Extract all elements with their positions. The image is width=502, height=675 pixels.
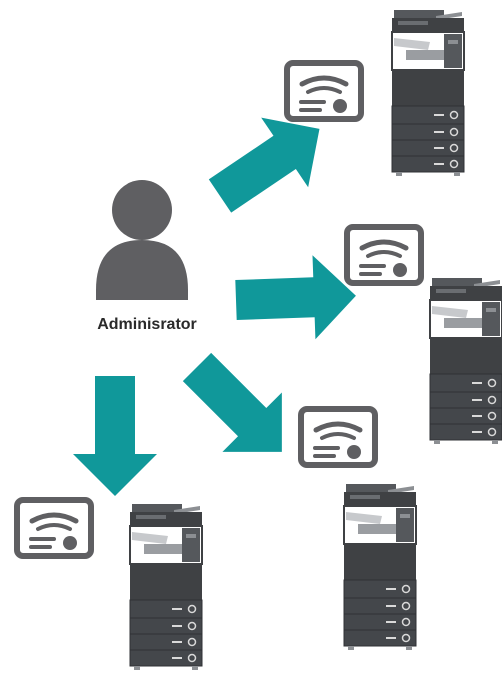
multifunction-printer-icon: [129, 503, 203, 671]
certificate-icon: [301, 409, 375, 465]
arrow-to-right-printer: [234, 253, 358, 342]
certificate-icon: [17, 500, 91, 556]
arrow-to-left-printer: [73, 376, 157, 496]
multifunction-printer-icon: [343, 483, 417, 651]
certificate-icon: [347, 227, 421, 283]
multifunction-printer-icon: [429, 277, 502, 445]
multifunction-printer-icon: [391, 9, 465, 177]
administrator-label: Adminisrator: [97, 316, 197, 333]
certificate-icon: [287, 63, 361, 119]
arrow-to-middle-printer: [167, 337, 312, 482]
person-icon: [96, 180, 188, 300]
